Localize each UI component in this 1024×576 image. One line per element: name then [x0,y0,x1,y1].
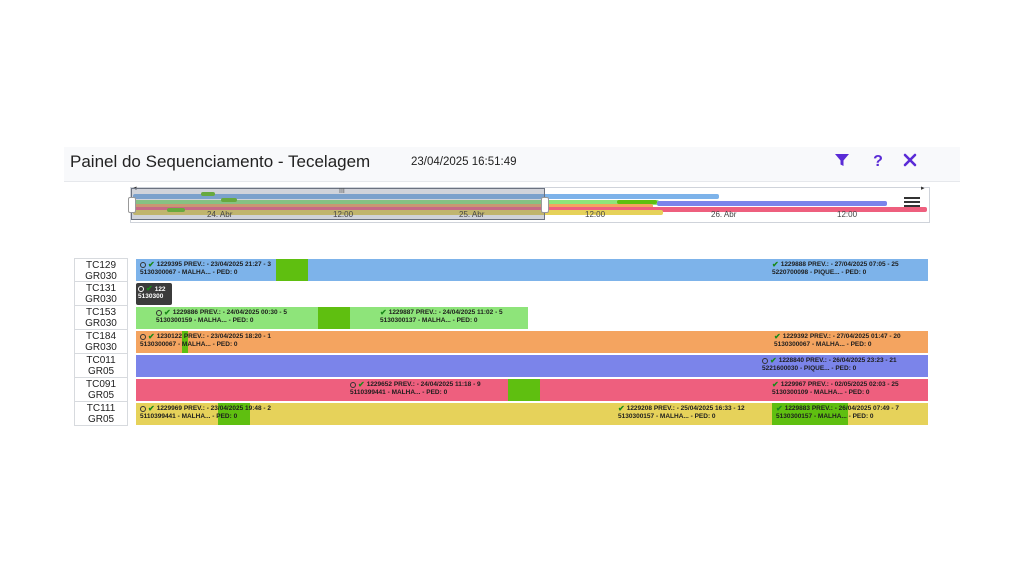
filter-icon[interactable] [834,152,854,172]
check-icon: ✔ [164,308,171,317]
nav-highlight [617,200,657,204]
nav-series [133,207,927,212]
check-icon: ✔ [148,332,155,341]
nav-series [657,201,887,206]
nav-series [133,210,663,215]
task-bar[interactable]: ✔122 5130300 [136,283,172,305]
check-icon: ✔ [776,404,783,413]
task-label[interactable]: ✔1229652 PREV.: - 24/04/2025 11:18 - 9 5… [350,380,481,396]
nav-tick-label: 25. Abr [459,210,485,219]
nav-series [133,194,719,199]
check-icon: ✔ [148,404,155,413]
clock-icon [350,382,356,388]
navigator-grip-icon[interactable]: III [339,188,345,195]
navigator-selection-window[interactable]: III [128,188,549,220]
task-label[interactable]: ✔1229969 PREV.: - 23/04/2025 19:48 - 2 5… [140,404,272,420]
task-highlight [218,403,250,425]
check-icon: ✔ [380,308,387,317]
check-icon: ✔ [148,260,155,269]
task-label[interactable]: ✔1229392 PREV.: - 27/04/2025 01:47 - 20 … [774,332,901,349]
clock-icon [140,406,146,412]
help-icon[interactable]: ? [873,153,883,170]
sequencing-panel: Painel do Sequenciamento - Tecelagem 23/… [64,147,960,429]
chart-menu-icon[interactable] [904,195,920,209]
task-highlight [182,331,188,353]
task-label[interactable]: ✔1229888 PREV.: - 27/04/2025 07:05 - 25 … [772,260,899,277]
task-bar[interactable] [136,403,928,425]
nav-tick-label: 12:00 [333,210,354,219]
task-label[interactable]: ✔1229395 PREV.: - 23/04/2025 21:27 - 3 5… [140,260,272,276]
navigator-left-handle[interactable] [128,197,136,213]
check-icon: ✔ [146,284,153,293]
check-icon: ✔ [772,380,779,389]
check-icon: ✔ [358,380,365,389]
task-highlight [772,403,848,425]
task-label[interactable]: ✔1230122 PREV.: - 23/04/2025 18:20 - 1 5… [140,332,272,348]
task-highlight [318,307,350,329]
clock-icon [140,334,146,340]
nav-series [133,200,659,205]
page-title: Painel do Sequenciamento - Tecelagem [70,152,371,171]
clock-icon [762,358,768,364]
nav-series [133,204,653,209]
clock-icon [156,310,162,316]
current-datetime: 23/04/2025 16:51:49 [411,156,517,168]
nav-tick-label: 12:00 [837,210,858,219]
scroll-right-icon[interactable]: ▸ [921,185,925,192]
check-icon: ✔ [618,404,625,413]
nav-tick-label: 24. Abr [207,210,233,219]
panel-header: Painel do Sequenciamento - Tecelagem 23/… [64,147,960,182]
nav-highlight [221,198,237,202]
task-highlight [508,379,540,401]
nav-tick-label: 12:00 [585,210,606,219]
task-label[interactable]: ✔1228840 PREV.: - 26/04/2025 23:23 - 21 … [762,356,897,372]
nav-highlight [201,192,215,196]
clock-icon [138,286,144,292]
clock-icon [140,262,146,268]
task-bar[interactable] [136,355,928,377]
nav-highlight [167,208,185,212]
task-label[interactable]: ✔1229208 PREV.: - 25/04/2025 16:33 - 12 … [618,404,745,421]
task-bar[interactable] [136,259,928,281]
task-label[interactable]: ✔1229887 PREV.: - 24/04/2025 11:02 - 5 5… [380,308,503,325]
navigator-right-handle[interactable] [541,197,549,213]
task-label[interactable]: ✔1229967 PREV.: - 02/05/2025 02:03 - 25 … [772,380,899,397]
task-bar[interactable] [136,331,928,353]
task-label[interactable]: ✔1229883 PREV.: - 26/04/2025 07:49 - 7 5… [776,404,900,421]
nav-tick-label: 26. Abr [711,210,737,219]
check-icon: ✔ [770,356,777,365]
timeline-navigator[interactable]: ◂ ▸ III 24. Abr 12:00 25. Abr 12:00 26. … [128,185,930,223]
close-icon[interactable] [902,152,922,172]
check-icon: ✔ [772,260,779,269]
check-icon: ✔ [774,332,781,341]
task-highlight [276,259,308,281]
task-label[interactable]: ✔1229886 PREV.: - 24/04/2025 00:30 - 5 5… [156,308,288,324]
